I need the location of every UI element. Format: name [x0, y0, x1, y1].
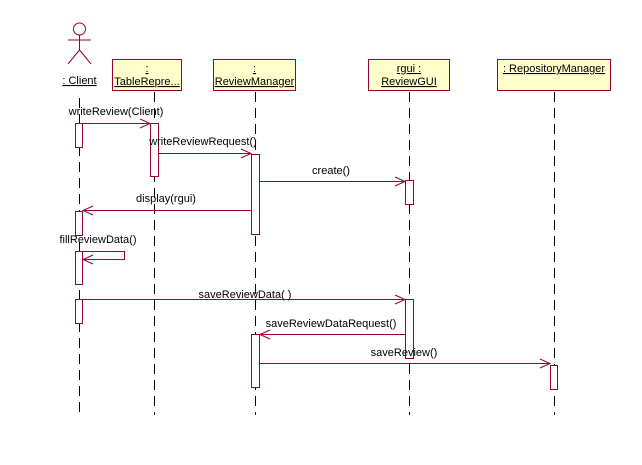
message-label: writeReviewRequest(): [148, 136, 257, 148]
actor-client-label: : Client: [62, 75, 96, 87]
message-fill-review-data[interactable]: fillReviewData(): [59, 234, 137, 265]
object-label-line2: ReviewGUI: [381, 76, 437, 88]
object-review-manager[interactable]: : ReviewManager: [213, 59, 296, 91]
activation-client-1: [75, 123, 83, 148]
message-save-review[interactable]: saveReview(): [259, 347, 552, 369]
object-label-line2: ReviewManager: [215, 76, 295, 88]
message-write-review[interactable]: writeReview(Client): [68, 106, 164, 129]
object-label-line1: rgui :: [397, 63, 421, 75]
activation-repository-1: [550, 365, 558, 390]
object-table-repre[interactable]: : TableRepre...: [112, 59, 182, 91]
message-label: saveReviewData( ): [199, 289, 292, 301]
object-label-line1: :: [145, 63, 148, 75]
message-create[interactable]: create(): [259, 165, 407, 187]
activation-gui-1: [405, 180, 414, 205]
message-label: saveReview(): [371, 347, 438, 359]
stick-figure-icon[interactable]: [67, 22, 92, 65]
message-save-review-data-request[interactable]: saveReviewDataRequest(): [258, 318, 405, 340]
activation-client-4: [75, 299, 83, 324]
message-label: saveReviewDataRequest(): [266, 318, 397, 330]
object-review-gui[interactable]: rgui : ReviewGUI: [368, 59, 450, 91]
message-save-review-data[interactable]: saveReviewData( ): [82, 289, 407, 305]
message-label: writeReview(Client): [68, 106, 164, 118]
object-label-line2: TableRepre...: [114, 76, 179, 88]
message-label: create(): [312, 165, 350, 177]
activation-gui-2: [405, 299, 414, 359]
message-label: display(rgui): [136, 193, 196, 205]
message-label: fillReviewData(): [59, 234, 136, 246]
object-label-line1: :: [253, 63, 256, 75]
activation-table-1: [150, 123, 159, 177]
activation-client-2: [75, 211, 83, 236]
activation-client-3: [75, 251, 83, 285]
message-write-review-request[interactable]: writeReviewRequest(): [148, 136, 257, 159]
object-repository-manager[interactable]: : RepositoryManager: [497, 59, 611, 91]
object-label-line1: : RepositoryManager: [503, 63, 605, 75]
activation-manager-2: [251, 334, 260, 388]
message-display[interactable]: display(rgui): [81, 193, 251, 216]
activation-manager-1: [251, 154, 260, 235]
